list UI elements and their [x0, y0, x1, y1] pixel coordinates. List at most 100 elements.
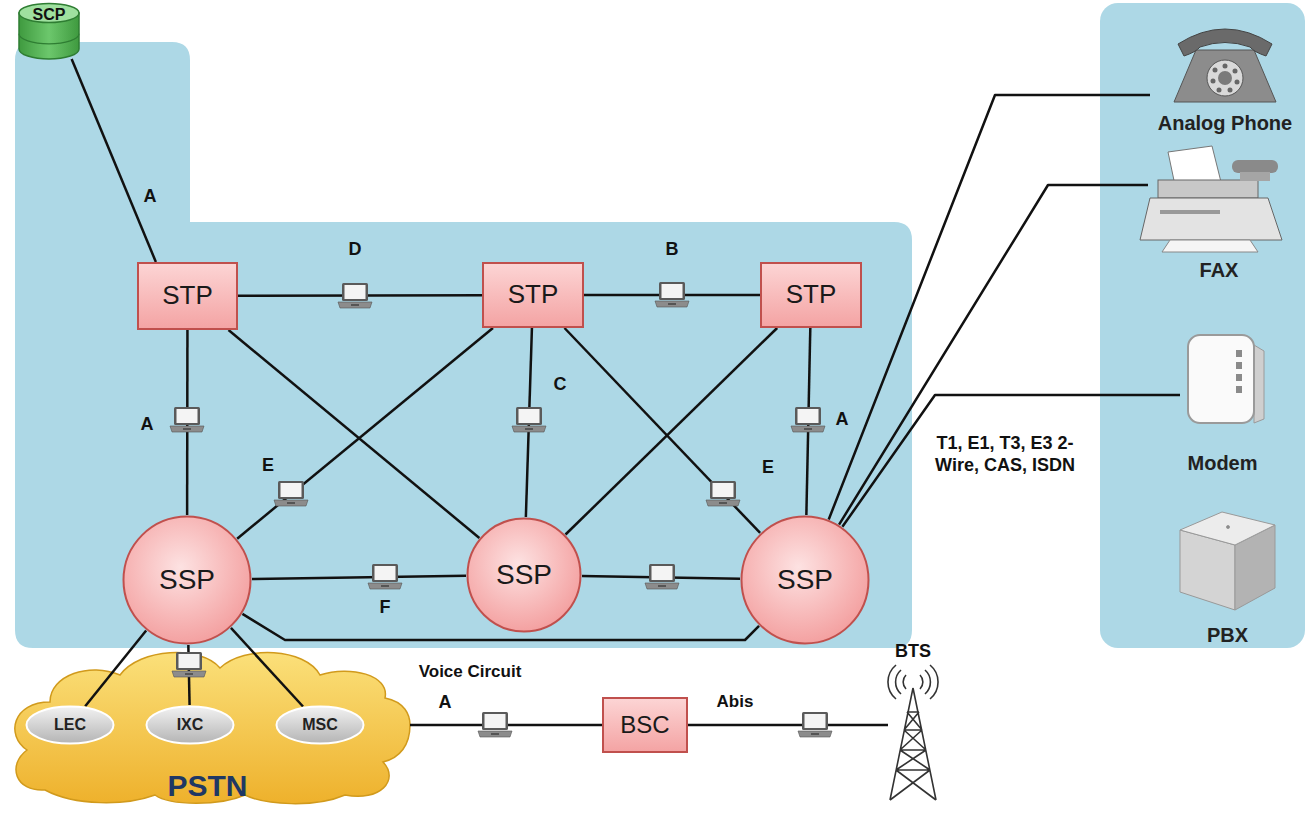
monitor-laptops [170, 282, 832, 737]
signaling-link [829, 95, 1150, 519]
signaling-link [252, 576, 466, 579]
modem-icon [1188, 335, 1264, 423]
lec-oval: LEC [25, 705, 115, 745]
laptop-icon [170, 407, 204, 432]
laptop-icon [172, 652, 206, 677]
node-label: Analog Phone [1158, 112, 1292, 135]
dial-hole [1223, 64, 1228, 69]
oval-outline [27, 707, 114, 744]
signaling-link [688, 724, 888, 727]
link-label: F [380, 597, 391, 619]
laptop-icon [274, 481, 308, 506]
interface-label: T1, E1, T3, E3 2-Wire, CAS, ISDN [930, 433, 1080, 476]
link-label: A [144, 186, 157, 208]
laptop-icon [655, 282, 689, 307]
link-label: A [439, 692, 452, 714]
modem-light [1236, 362, 1242, 369]
link-label: A [141, 414, 154, 436]
dial-hole [1235, 80, 1240, 85]
dial-hole [1213, 68, 1218, 73]
laptop-icon [512, 407, 546, 432]
phone-dial-center [1218, 71, 1232, 85]
fax-handset [1232, 160, 1278, 173]
node-label: SSP [496, 559, 552, 591]
link-label: B [666, 239, 679, 261]
dial-hole [1228, 88, 1233, 93]
ssp-outline [742, 517, 869, 644]
bsc-box: BSC [602, 697, 688, 753]
node-label: STP [508, 280, 559, 310]
link-label: Voice Circuit [419, 662, 522, 682]
radio-waves [888, 665, 938, 699]
pbx-icon [1180, 512, 1275, 610]
phone-handset [1178, 29, 1272, 56]
fax-body [1140, 198, 1282, 240]
phone-dial [1207, 60, 1243, 96]
dial-hole [1217, 88, 1222, 93]
stp-box: STP [482, 262, 584, 328]
cylinder-band [19, 34, 79, 44]
terminal-panel [1100, 3, 1305, 648]
signaling-link [72, 59, 156, 262]
signaling-link [237, 328, 493, 539]
node-label: BTS [895, 641, 931, 662]
ssp-outline [124, 517, 251, 644]
link-label: A [836, 409, 849, 431]
pbx-top [1180, 512, 1275, 545]
scp-database: SCP [18, 3, 80, 59]
stp-box: STP [760, 262, 862, 328]
pstn-cloud: PSTN LEC IXC MSC [5, 640, 410, 805]
node-label: IXC [177, 716, 204, 734]
node-label: FAX [1200, 259, 1239, 282]
signaling-link [566, 328, 778, 534]
node-label: SCP [33, 6, 66, 24]
laptop-icon [338, 283, 372, 308]
analog-phone-node: Analog Phone [1150, 8, 1300, 135]
oval-outline [277, 707, 364, 744]
laptop-icon [368, 564, 402, 589]
analog-phone-icon [1174, 29, 1276, 102]
ssp-outline [468, 519, 581, 632]
node-label: BSC [620, 711, 669, 739]
fax-top [1158, 180, 1258, 198]
link-label: E [762, 457, 774, 479]
laptop-icon [645, 564, 679, 589]
pbx-node: PBX [1175, 505, 1280, 647]
oval-outline [147, 707, 234, 744]
node-label: MSC [302, 716, 338, 734]
ssp-circle: SSP [122, 515, 252, 645]
fax-tray [1162, 240, 1258, 252]
modem-side [1254, 345, 1264, 423]
node-label: PSTN [167, 769, 247, 804]
link-label: D [349, 239, 362, 261]
pbx-light [1227, 526, 1230, 529]
ssp-circle: SSP [466, 517, 582, 633]
dial-hole [1233, 69, 1238, 74]
bts-node: BTS [888, 640, 938, 805]
network-panel [15, 42, 912, 648]
laptop-icon [798, 712, 832, 737]
node-label: LEC [54, 716, 86, 734]
modem-light [1236, 350, 1242, 357]
laptop-icon [478, 712, 512, 737]
signaling-link [229, 330, 480, 538]
ixc-oval: IXC [145, 705, 235, 745]
bts-tower [888, 665, 938, 800]
link-label: Abis [717, 692, 754, 712]
node-label: STP [162, 281, 213, 311]
modem-light [1236, 386, 1242, 393]
tower-lattice [890, 688, 936, 800]
laptop-icon [791, 407, 825, 432]
fax-slot [1160, 210, 1220, 214]
node-label: STP [786, 280, 837, 310]
node-label: Modem [1188, 452, 1258, 475]
signaling-link [839, 185, 1148, 525]
signaling-link [564, 328, 760, 533]
node-label: SSP [777, 564, 833, 596]
stp-box: STP [137, 262, 238, 330]
fax-node: FAX [1148, 140, 1290, 282]
node-label: SSP [159, 564, 215, 596]
node-label: PBX [1207, 624, 1248, 647]
cloud-outline [15, 653, 410, 804]
ssp-circle: SSP [740, 515, 870, 645]
